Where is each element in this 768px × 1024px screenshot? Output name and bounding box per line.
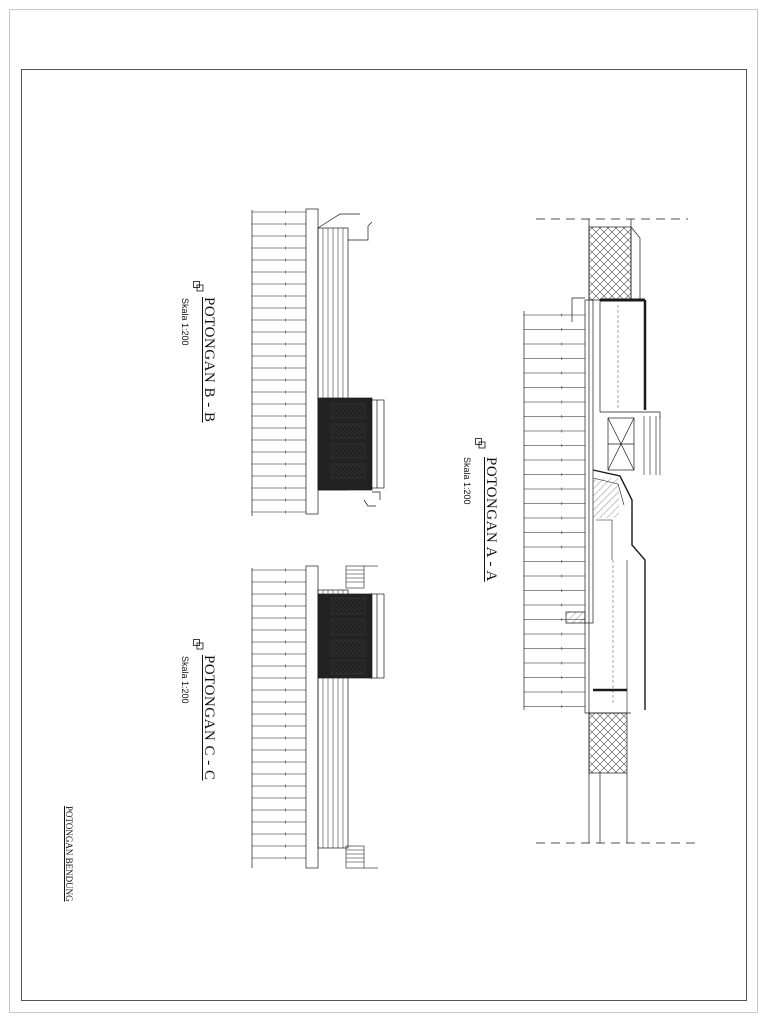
stairs-bottom-c [345, 845, 378, 869]
section-c-scale-wrap: Skala 1:200 [177, 656, 195, 704]
paper-border [9, 9, 758, 1013]
drawing-frame [21, 69, 747, 1001]
stairs-top-c [345, 565, 378, 589]
section-b-marker-icon [193, 281, 204, 292]
piles-c [252, 568, 306, 860]
section-c-drawing [251, 565, 385, 869]
spillway-profile [592, 469, 646, 710]
section-b-scale: Skala 1:200 [180, 298, 190, 346]
piles-b [252, 210, 306, 514]
sheet-title: POTONGAN BENDUNG [64, 806, 74, 902]
section-b-scale-wrap: Skala 1:200 [177, 298, 195, 346]
section-c-marker-icon [193, 639, 204, 650]
apron-slab [584, 299, 594, 624]
section-b-drawing [251, 208, 385, 516]
section-a-marker-icon [475, 438, 486, 449]
riprap-upstream [588, 226, 632, 301]
section-c-label: POTONGAN C - C [200, 655, 218, 780]
riprap-downstream [588, 712, 628, 774]
section-b-label: POTONGAN B - B [200, 297, 218, 422]
section-c-title: POTONGAN C - C [201, 655, 217, 781]
section-b-title: POTONGAN B - B [201, 297, 217, 423]
section-a-label: POTONGAN A - A [482, 457, 500, 582]
section-c-scale: Skala 1:200 [180, 656, 190, 704]
section-a-title: POTONGAN A - A [483, 457, 499, 582]
section-a-drawing [523, 218, 700, 844]
section-a-scale-wrap: Skala 1:200 [459, 457, 477, 505]
foundation-slab-b [305, 208, 319, 515]
section-a-scale: Skala 1:200 [462, 457, 472, 505]
sheet-title-wrap: POTONGAN BENDUNG [61, 806, 79, 902]
foundation-slab-c [305, 565, 319, 869]
piles-a [524, 313, 585, 708]
